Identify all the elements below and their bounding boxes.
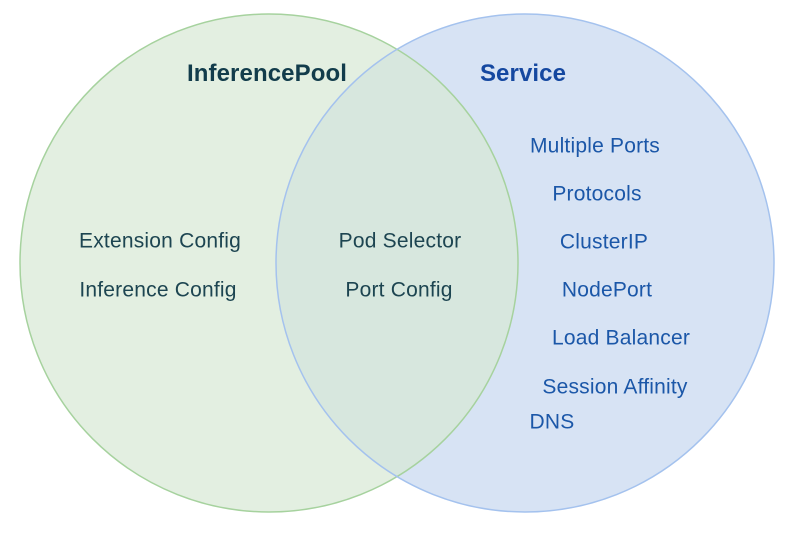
right-item-protocols: Protocols: [552, 182, 642, 206]
intersection-item-port-config: Port Config: [345, 278, 453, 302]
left-item-inference-config: Inference Config: [79, 278, 237, 302]
right-circle-border: [275, 13, 775, 513]
left-circle-border: [19, 13, 519, 513]
intersection-shape: [276, 14, 518, 512]
right-item-dns: DNS: [529, 410, 575, 434]
left-item-extension-config: Extension Config: [79, 229, 241, 253]
right-circle-title: Service: [479, 60, 567, 87]
intersection-item-pod-selector: Pod Selector: [338, 229, 462, 253]
right-item-clusterip: ClusterIP: [559, 230, 649, 254]
right-item-nodeport: NodePort: [561, 278, 653, 302]
right-item-load-balancer: Load Balancer: [551, 326, 691, 350]
right-item-multiple-ports: Multiple Ports: [529, 134, 661, 158]
right-item-session-affinity: Session Affinity: [542, 375, 688, 399]
left-circle-title: InferencePool: [186, 60, 348, 87]
